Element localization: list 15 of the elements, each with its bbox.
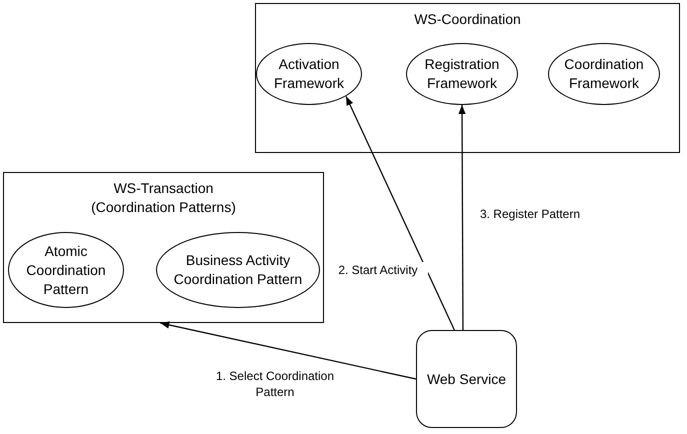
arrow [346, 96, 455, 330]
group-frame [255, 3, 680, 153]
arrow [458, 105, 466, 330]
arrow [160, 321, 416, 380]
service-box [416, 330, 517, 428]
node-label: Activation Framework [272, 55, 345, 93]
group-frame [3, 172, 324, 323]
group-title: (Coordination Patterns) [91, 198, 236, 217]
group-title: WS-Coordination [414, 10, 521, 29]
node-label: Atomic Coordination Pattern [25, 242, 107, 298]
node-label: Registration Framework [424, 55, 500, 93]
node-label: Web Service [426, 370, 506, 388]
node-label: Business Activity Coordination Pattern [173, 251, 303, 289]
group-title: WS-Transaction [114, 179, 214, 198]
node-label: Coordination Framework [563, 55, 645, 93]
